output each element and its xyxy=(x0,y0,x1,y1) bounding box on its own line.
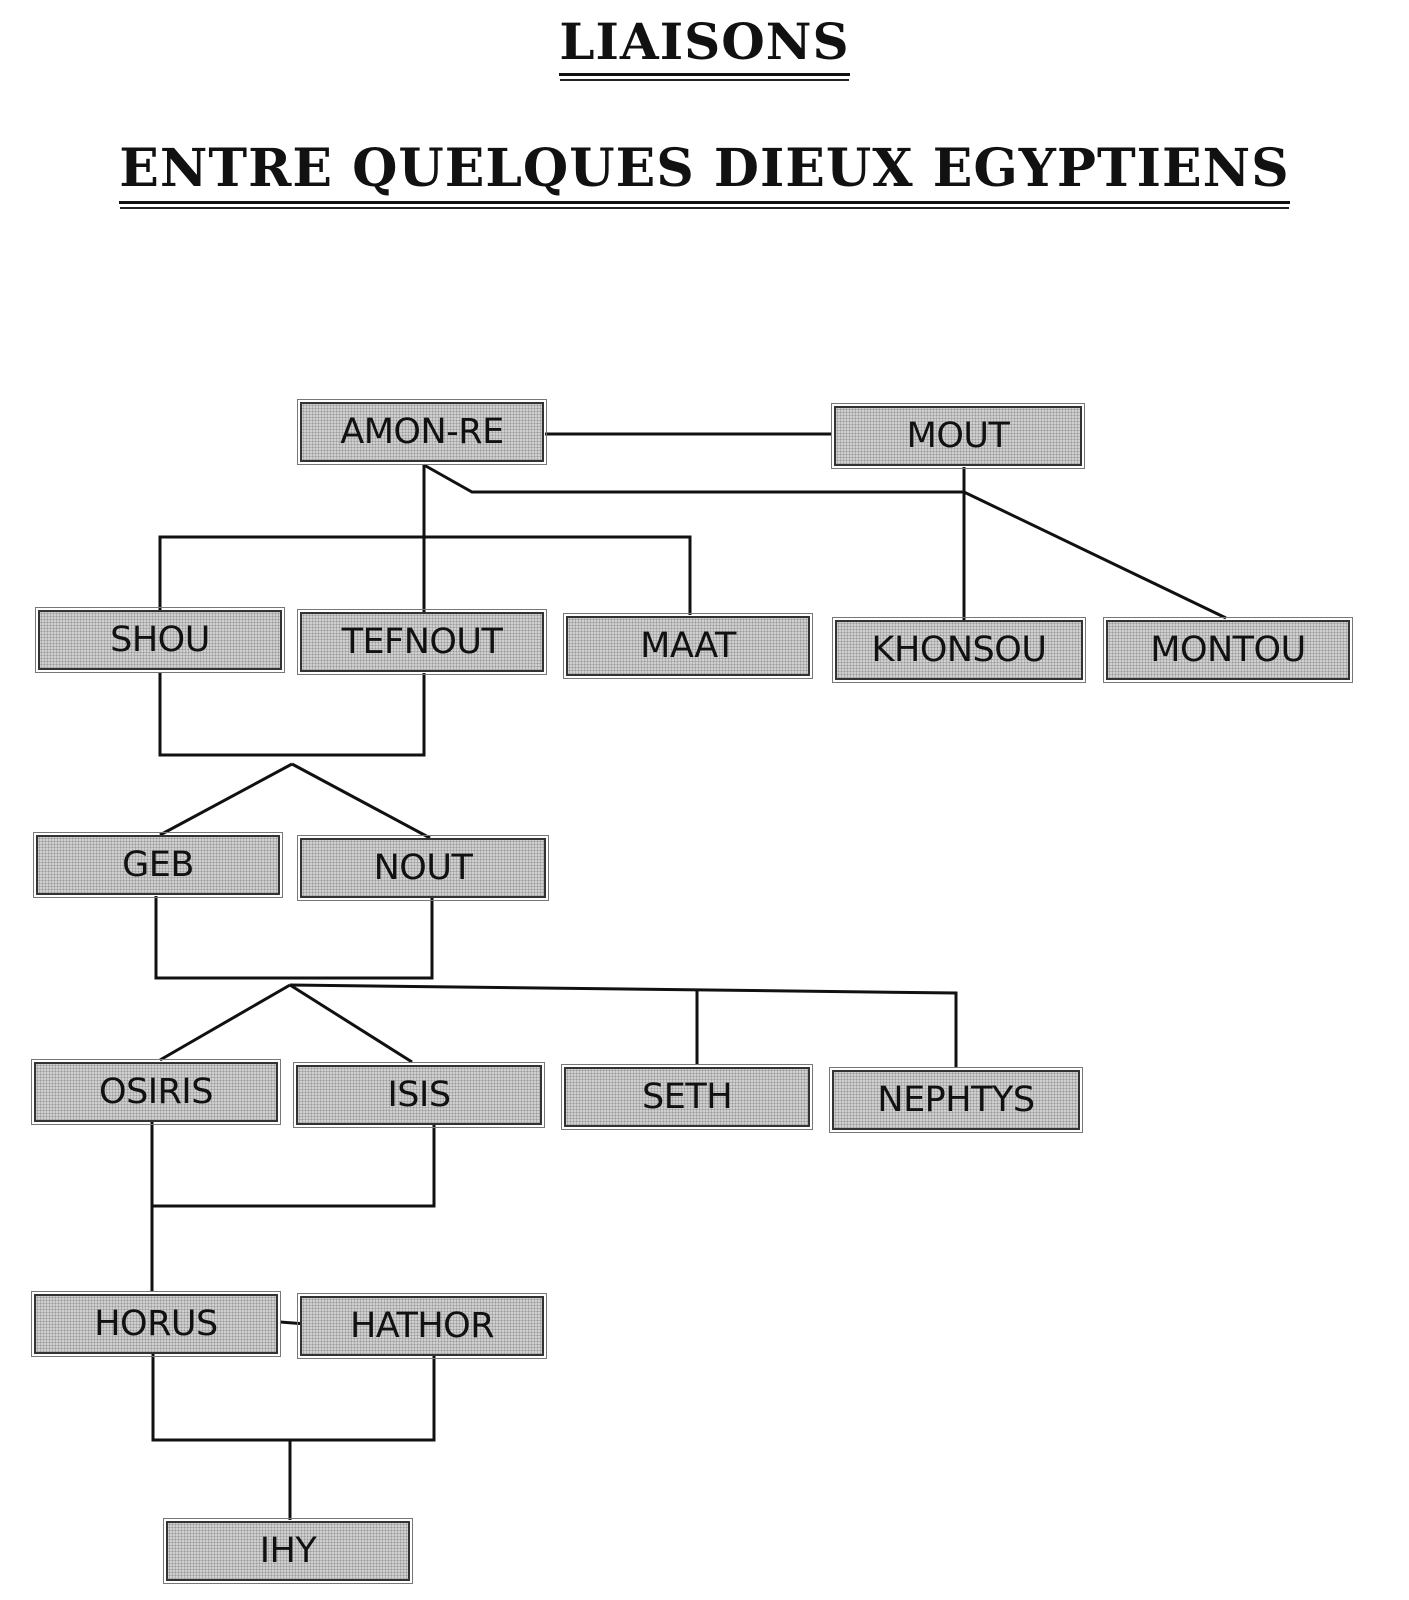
link-geb-nout xyxy=(154,896,434,980)
node-tefnout: TEFNOUT xyxy=(297,609,547,675)
link-gebnout-osiris xyxy=(159,983,291,1062)
node-shou: SHOU xyxy=(35,607,285,673)
page-title: LIAISONS xyxy=(0,12,1409,76)
link-amonre-montou xyxy=(423,463,1227,620)
node-ihy: IHY xyxy=(163,1518,413,1584)
node-horus: HORUS xyxy=(31,1291,281,1357)
link-osiris-isis xyxy=(150,1121,436,1208)
link-shou-tefnout-geb xyxy=(159,762,293,837)
node-maat: MAAT xyxy=(563,613,813,679)
page-subtitle: ENTRE QUELQUES DIEUX EGYPTIENS xyxy=(0,138,1409,204)
node-nephtys: NEPHTYS xyxy=(829,1067,1083,1133)
link-shou-tefnout-nout xyxy=(291,762,431,840)
node-hathor: HATHOR xyxy=(297,1293,547,1359)
node-isis: ISIS xyxy=(293,1062,545,1128)
node-mout: MOUT xyxy=(831,403,1085,469)
link-gebnout-seth-nephtys xyxy=(289,983,958,1068)
link-shou-maat-bar xyxy=(158,535,692,615)
node-geb: GEB xyxy=(33,832,283,898)
node-amon-re: AMON-RE xyxy=(297,399,547,465)
node-montou: MONTOU xyxy=(1103,617,1353,683)
link-horus-hathor-bracket xyxy=(151,1354,436,1442)
link-shou-tefnout xyxy=(158,673,426,757)
node-nout: NOUT xyxy=(297,835,549,901)
link-gebnout-isis xyxy=(289,983,413,1064)
node-osiris: OSIRIS xyxy=(31,1059,281,1125)
node-khonsou: KHONSOU xyxy=(832,617,1086,683)
node-seth: SETH xyxy=(561,1064,813,1130)
